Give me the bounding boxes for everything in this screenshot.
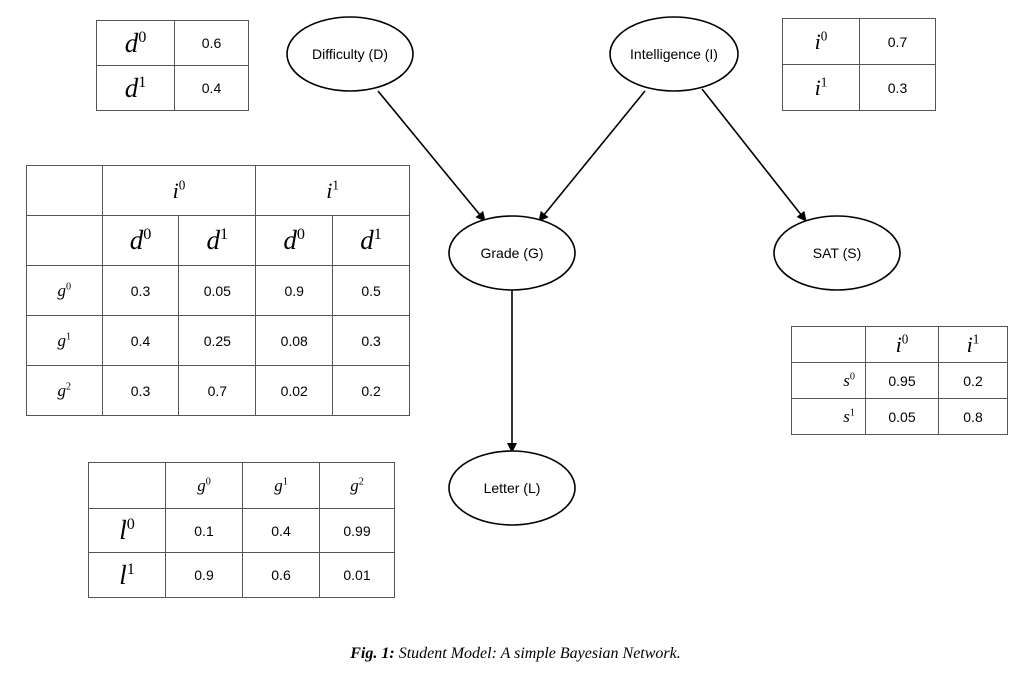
table-row: g0 g1 g2 bbox=[88, 462, 395, 509]
value-cell: 0.95 bbox=[865, 362, 939, 399]
table-row: s1 0.05 0.8 bbox=[791, 398, 1008, 435]
table-row: i0 i1 bbox=[791, 326, 1008, 363]
cpt-intelligence: i0 0.7 i1 0.3 bbox=[782, 18, 936, 111]
table-row: i0 i1 bbox=[26, 165, 410, 216]
value-cell: 0.05 bbox=[865, 398, 939, 435]
header-cell: i0 bbox=[101, 165, 257, 216]
node-grade-label: Grade (G) bbox=[480, 245, 543, 261]
value-cell: 0.4 bbox=[174, 65, 249, 111]
header-cell: i1 bbox=[255, 165, 410, 216]
table-row: d0 d1 d0 d1 bbox=[26, 215, 410, 266]
state-cell: s1 bbox=[791, 398, 866, 435]
state-cell: g2 bbox=[26, 365, 103, 416]
header-cell: d0 bbox=[255, 215, 334, 266]
node-letter: Letter (L) bbox=[448, 450, 576, 526]
header-cell: d0 bbox=[101, 215, 180, 266]
table-row: i1 0.3 bbox=[782, 64, 936, 111]
value-cell: 0.99 bbox=[319, 508, 395, 553]
node-intelligence-label: Intelligence (I) bbox=[630, 46, 718, 62]
value-cell: 0.8 bbox=[938, 398, 1008, 435]
value-cell: 0.4 bbox=[242, 508, 320, 553]
header-cell: d1 bbox=[178, 215, 257, 266]
cpt-grade: i0 i1 d0 d1 d0 d1 g0 0.3 0.05 0.9 0.5 g1 bbox=[26, 165, 410, 416]
value-cell: 0.01 bbox=[319, 552, 395, 598]
state-cell: i0 bbox=[782, 18, 860, 65]
value-cell: 0.25 bbox=[178, 315, 257, 366]
header-cell: g0 bbox=[165, 462, 243, 509]
value-cell: 0.1 bbox=[165, 508, 243, 553]
edge-difficulty-grade bbox=[377, 90, 486, 222]
state-cell: d0 bbox=[96, 20, 175, 66]
node-difficulty: Difficulty (D) bbox=[286, 16, 414, 92]
value-cell: 0.08 bbox=[255, 315, 334, 366]
node-sat: SAT (S) bbox=[773, 215, 901, 291]
corner-cell bbox=[26, 165, 103, 216]
cpt-difficulty: d0 0.6 d1 0.4 bbox=[96, 20, 249, 111]
header-cell: i0 bbox=[865, 326, 939, 363]
figure-caption-text: Student Model: A simple Bayesian Network… bbox=[398, 645, 681, 662]
state-cell: i1 bbox=[782, 64, 860, 111]
table-row: g0 0.3 0.05 0.9 0.5 bbox=[26, 265, 410, 316]
figure-caption: Fig. 1: Student Model: A simple Bayesian… bbox=[0, 645, 1031, 663]
edge-intelligence-grade bbox=[538, 90, 646, 222]
table-row: l0 0.1 0.4 0.99 bbox=[88, 508, 395, 553]
cpt-letter: g0 g1 g2 l0 0.1 0.4 0.99 l1 0.9 0.6 0.01 bbox=[88, 462, 395, 598]
value-cell: 0.5 bbox=[332, 265, 410, 316]
value-cell: 0.6 bbox=[242, 552, 320, 598]
value-cell: 0.9 bbox=[165, 552, 243, 598]
value-cell: 0.9 bbox=[255, 265, 334, 316]
value-cell: 0.3 bbox=[101, 265, 180, 316]
figure-caption-label: Fig. 1: bbox=[350, 645, 395, 662]
value-cell: 0.2 bbox=[938, 362, 1008, 399]
table-row: s0 0.95 0.2 bbox=[791, 362, 1008, 399]
corner-cell bbox=[26, 215, 103, 266]
value-cell: 0.02 bbox=[255, 365, 334, 416]
table-row: l1 0.9 0.6 0.01 bbox=[88, 552, 395, 598]
value-cell: 0.7 bbox=[859, 18, 936, 65]
table-row: i0 0.7 bbox=[782, 18, 936, 65]
value-cell: 0.7 bbox=[178, 365, 257, 416]
table-row: g1 0.4 0.25 0.08 0.3 bbox=[26, 315, 410, 366]
corner-cell bbox=[88, 462, 166, 509]
value-cell: 0.4 bbox=[101, 315, 180, 366]
state-cell: l0 bbox=[88, 508, 166, 553]
header-cell: g1 bbox=[242, 462, 320, 509]
table-row: g2 0.3 0.7 0.02 0.2 bbox=[26, 365, 410, 416]
value-cell: 0.2 bbox=[332, 365, 410, 416]
bayesian-network-graph: Difficulty (D) Intelligence (I) Grade (G… bbox=[286, 16, 901, 526]
state-cell: g1 bbox=[26, 315, 103, 366]
table-row: d0 0.6 bbox=[96, 20, 249, 66]
node-grade: Grade (G) bbox=[448, 215, 576, 291]
node-letter-label: Letter (L) bbox=[484, 480, 541, 496]
table-row: d1 0.4 bbox=[96, 65, 249, 111]
state-cell: g0 bbox=[26, 265, 103, 316]
node-sat-label: SAT (S) bbox=[813, 245, 862, 261]
value-cell: 0.3 bbox=[332, 315, 410, 366]
header-cell: i1 bbox=[938, 326, 1008, 363]
state-cell: d1 bbox=[96, 65, 175, 111]
state-cell: l1 bbox=[88, 552, 166, 598]
value-cell: 0.3 bbox=[101, 365, 180, 416]
node-difficulty-label: Difficulty (D) bbox=[312, 46, 388, 62]
value-cell: 0.05 bbox=[178, 265, 257, 316]
header-cell: d1 bbox=[332, 215, 410, 266]
header-cell: g2 bbox=[319, 462, 395, 509]
cpt-sat: i0 i1 s0 0.95 0.2 s1 0.05 0.8 bbox=[791, 326, 1008, 435]
corner-cell bbox=[791, 326, 866, 363]
state-cell: s0 bbox=[791, 362, 866, 399]
node-intelligence: Intelligence (I) bbox=[609, 16, 739, 92]
value-cell: 0.6 bbox=[174, 20, 249, 66]
edge-intelligence-sat bbox=[701, 88, 807, 222]
value-cell: 0.3 bbox=[859, 64, 936, 111]
